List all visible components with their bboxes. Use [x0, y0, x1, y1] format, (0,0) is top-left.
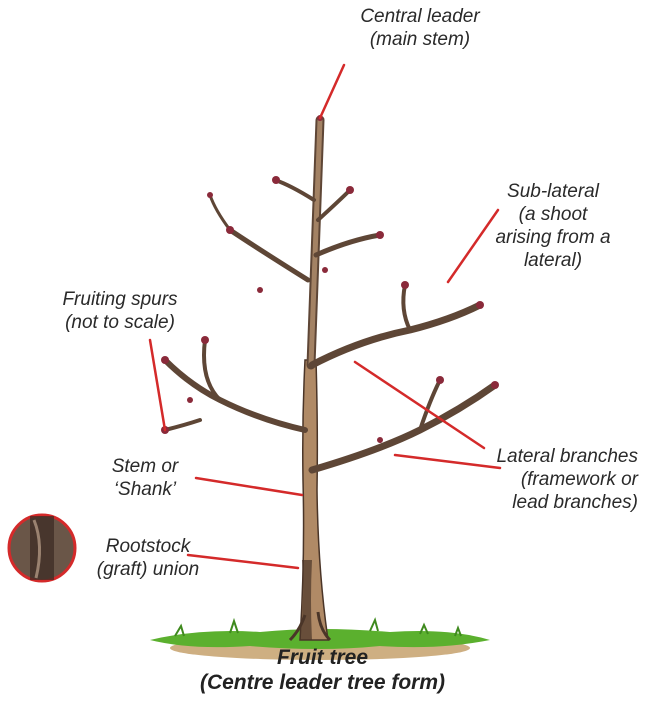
caption-line-1: Fruit tree	[0, 645, 645, 670]
label-stem: Stem or ‘Shank’	[95, 455, 195, 501]
label-lateral-branches: Lateral branches (framework or lead bran…	[460, 445, 638, 514]
trunk	[290, 360, 330, 640]
label-sub-lateral: Sub-lateral (a shoot arising from a late…	[478, 180, 628, 272]
pointer-stem	[196, 478, 302, 495]
caption-line-2: (Centre leader tree form)	[0, 670, 645, 695]
label-sub-lateral-line-3: arising from a	[478, 226, 628, 249]
label-central-leader: Central leader (main stem)	[325, 5, 515, 51]
label-sub-lateral-line-2: (a shoot	[478, 203, 628, 226]
rootstock-inset-icon	[9, 515, 75, 581]
label-lateral-branches-line-2: (framework or	[460, 468, 638, 491]
label-stem-line-2: ‘Shank’	[95, 478, 195, 501]
label-fruiting-spurs-line-1: Fruiting spurs	[40, 288, 200, 311]
label-lateral-branches-line-3: lead branches)	[460, 491, 638, 514]
label-rootstock-line-2: (graft) union	[78, 558, 218, 581]
pointer-fruiting-spurs	[150, 340, 165, 430]
label-fruiting-spurs-line-2: (not to scale)	[40, 311, 200, 334]
label-sub-lateral-line-1: Sub-lateral	[478, 180, 628, 203]
pointer-central-leader	[320, 65, 344, 118]
branches	[165, 120, 495, 470]
label-rootstock: Rootstock (graft) union	[78, 535, 218, 581]
label-rootstock-line-1: Rootstock	[78, 535, 218, 558]
label-central-leader-line-2: (main stem)	[325, 28, 515, 51]
label-lateral-branches-line-1: Lateral branches	[460, 445, 638, 468]
label-sub-lateral-line-4: lateral)	[478, 249, 628, 272]
label-central-leader-line-1: Central leader	[325, 5, 515, 28]
diagram-caption: Fruit tree (Centre leader tree form)	[0, 645, 645, 695]
label-fruiting-spurs: Fruiting spurs (not to scale)	[40, 288, 200, 334]
label-stem-line-1: Stem or	[95, 455, 195, 478]
